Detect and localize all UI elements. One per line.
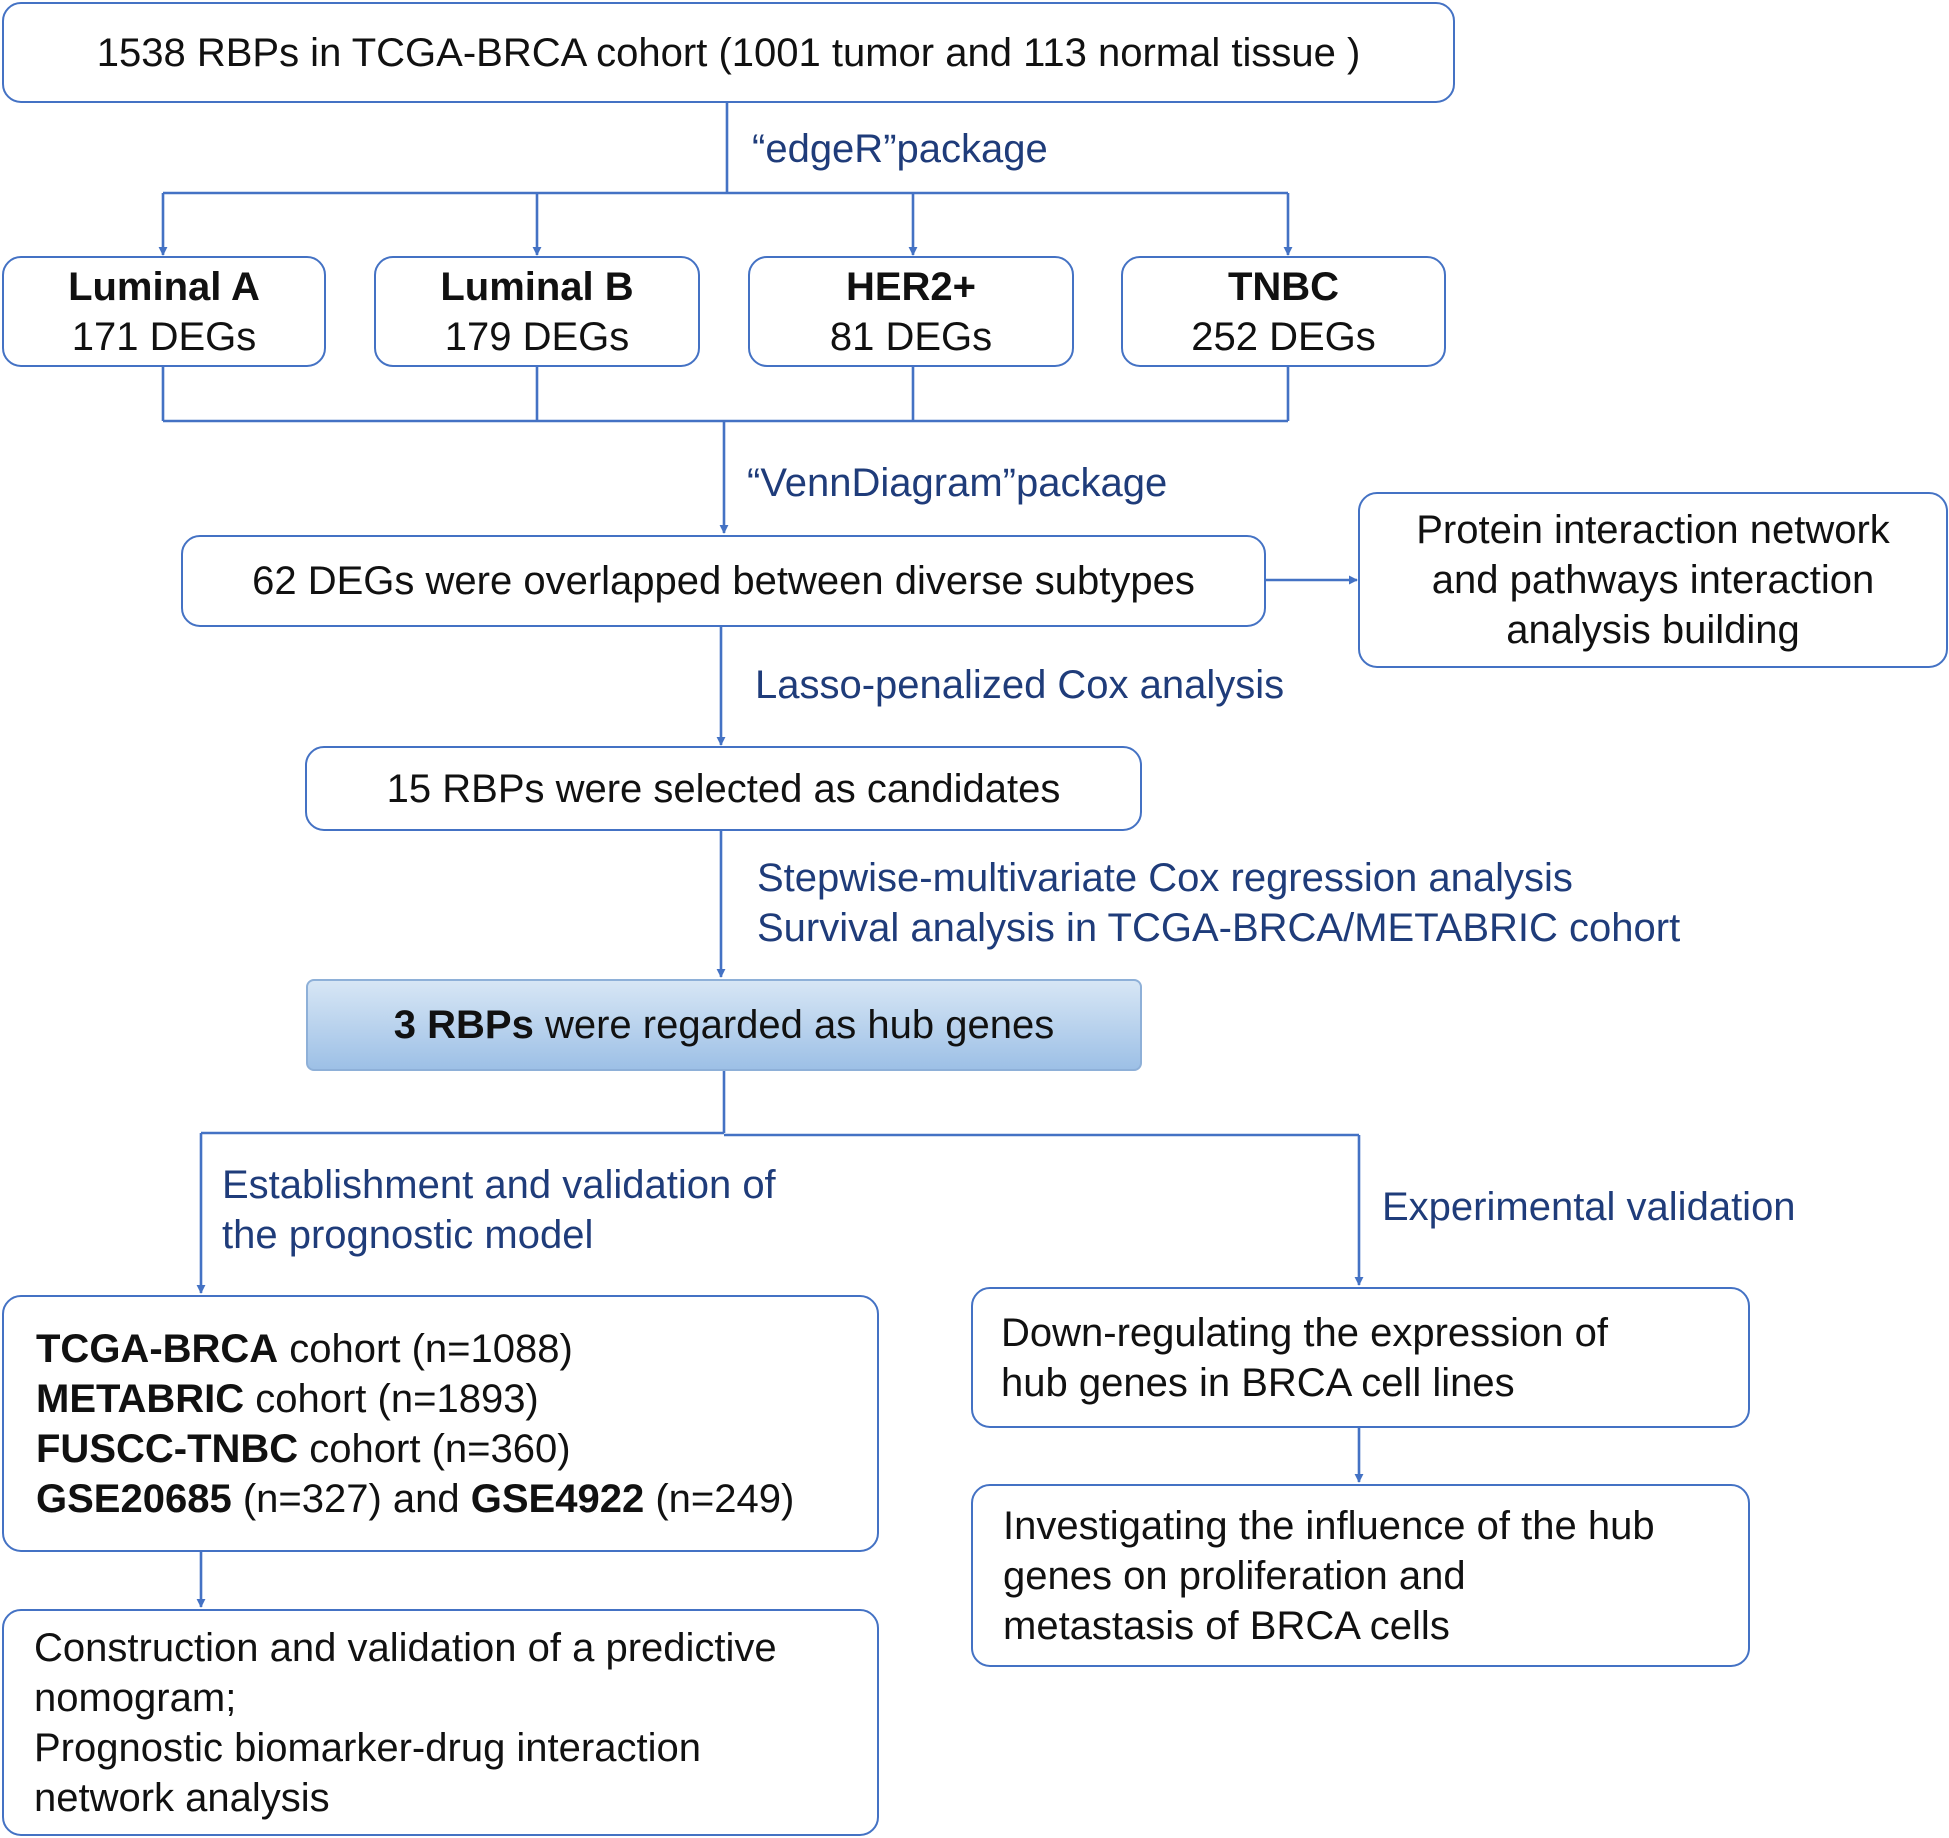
lasso-label: Lasso-penalized Cox analysis	[755, 663, 1285, 707]
subtype-name: HER2+	[845, 264, 977, 309]
establishment-label-line-1: Establishment and validation of	[222, 1163, 776, 1207]
candidates-box: 15 RBPs were selected as candidates	[305, 746, 1142, 831]
stepwise-label-line-1: Stepwise-multivariate Cox regression ana…	[757, 856, 1573, 900]
cohort-line: GSE20685 (n=327) and GSE4922 (n=249)	[36, 1474, 877, 1524]
subtype-luminal-a-box: Luminal A 171 DEGs	[2, 256, 326, 367]
establishment-label-line-2: the prognostic model	[222, 1213, 594, 1257]
cohort-size: cohort (n=360)	[298, 1426, 571, 1471]
experimental-label: Experimental validation	[1382, 1185, 1796, 1229]
hub-genes-rest: were regarded as hub genes	[533, 1003, 1055, 1047]
stepwise-label-line-2: Survival analysis in TCGA-BRCA/METABRIC …	[757, 906, 1681, 950]
subtype-degs: 179 DEGs	[444, 314, 630, 359]
overlap-degs-text: 62 DEGs were overlapped between diverse …	[252, 559, 1195, 603]
rbp-cohort-box: 1538 RBPs in TCGA-BRCA cohort (1001 tumo…	[2, 2, 1455, 103]
cohort-line: METABRIC cohort (n=1893)	[36, 1374, 877, 1424]
investigate-line-2: genes on proliferation and	[1003, 1553, 1466, 1598]
candidates-text: 15 RBPs were selected as candidates	[386, 766, 1061, 811]
subtype-luminal-b-box: Luminal B 179 DEGs	[374, 256, 700, 367]
rbp-cohort-text: 1538 RBPs in TCGA-BRCA cohort (1001 tumo…	[96, 30, 1361, 75]
subtype-degs: 81 DEGs	[829, 314, 993, 359]
subtype-her2-box: HER2+ 81 DEGs	[748, 256, 1074, 367]
cohort-name: METABRIC	[36, 1376, 245, 1421]
nomogram-line-4: network analysis	[34, 1775, 330, 1820]
investigate-line-3: metastasis of BRCA cells	[1003, 1603, 1450, 1648]
cohort-size: (n=327) and	[231, 1476, 471, 1521]
cohort-line: FUSCC-TNBC cohort (n=360)	[36, 1424, 877, 1474]
cohort-name: TCGA-BRCA	[36, 1326, 279, 1371]
downreg-line-1: Down-regulating the expression of	[1001, 1310, 1609, 1355]
cohort-size: (n=249)	[644, 1476, 795, 1521]
overlap-degs-box: 62 DEGs were overlapped between diverse …	[181, 535, 1266, 627]
subtype-degs: 171 DEGs	[71, 314, 257, 359]
cohort-size: cohort (n=1088)	[278, 1326, 573, 1371]
nomogram-line-3: Prognostic biomarker-drug interaction	[34, 1725, 701, 1770]
network-line-1: Protein interaction network	[1416, 508, 1890, 552]
hub-genes-box: 3 RBPs were regarded as hub genes	[306, 979, 1142, 1071]
cohort-line: TCGA-BRCA cohort (n=1088)	[36, 1324, 877, 1374]
protein-network-box: Protein interaction network and pathways…	[1358, 492, 1948, 668]
downregulation-box: Down-regulating the expression of hub ge…	[971, 1287, 1750, 1428]
network-line-3: analysis building	[1506, 608, 1800, 652]
cohort-name: GSE20685	[36, 1476, 232, 1521]
network-line-2: and pathways interaction	[1431, 558, 1875, 602]
cohort-size: cohort (n=1893)	[244, 1376, 539, 1421]
subtype-name: Luminal B	[440, 264, 634, 309]
subtype-degs: 252 DEGs	[1191, 314, 1376, 359]
nomogram-line-1: Construction and validation of a predict…	[34, 1625, 777, 1670]
investigate-line-1: Investigating the influence of the hub	[1003, 1503, 1655, 1548]
investigation-box: Investigating the influence of the hub g…	[971, 1484, 1750, 1667]
subtype-name: Luminal A	[68, 264, 260, 309]
cohorts-box: TCGA-BRCA cohort (n=1088) METABRIC cohor…	[2, 1295, 879, 1552]
venndiagram-label: “VennDiagram”package	[747, 461, 1168, 505]
nomogram-box: Construction and validation of a predict…	[2, 1609, 879, 1836]
nomogram-line-2: nomogram;	[34, 1675, 237, 1720]
subtype-name: TNBC	[1227, 264, 1340, 309]
cohort-name: GSE4922	[470, 1476, 645, 1521]
edger-label: “edgeR”package	[752, 127, 1048, 171]
cohort-name: FUSCC-TNBC	[36, 1426, 299, 1471]
hub-genes-count: 3 RBPs	[393, 1003, 534, 1047]
downreg-line-2: hub genes in BRCA cell lines	[1001, 1360, 1515, 1405]
subtype-tnbc-box: TNBC 252 DEGs	[1121, 256, 1446, 367]
hub-genes-text: 3 RBPs were regarded as hub genes	[394, 1000, 1054, 1050]
